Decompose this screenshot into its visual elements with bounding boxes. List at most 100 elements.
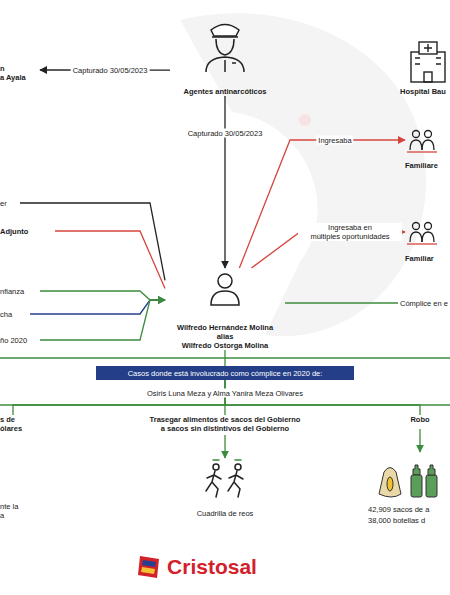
node-text: Robo [400, 415, 440, 424]
flag-yellow [141, 567, 155, 574]
node-text: Wilfredo Hernández Molina [165, 323, 285, 332]
family-head [425, 131, 432, 138]
connector-line [225, 380, 420, 415]
connector-line [20, 203, 165, 280]
family-base [407, 243, 437, 244]
edge-label: Ingresaba [316, 136, 353, 145]
connector-line [224, 435, 225, 458]
actor-node: Agentes antinarcóticos [170, 10, 280, 96]
watermark-shape [180, 13, 426, 336]
sack-shape [379, 468, 401, 498]
connector-line [30, 300, 165, 314]
person-head [218, 274, 232, 288]
family-head [413, 223, 420, 230]
names-note: Osiris Luna Meza y Alma Yanira Meza Oliv… [145, 389, 305, 398]
institution-node: Hospital Bau [400, 40, 450, 96]
connector-line [40, 291, 165, 300]
hospital-windows [415, 58, 441, 64]
line-label: Cómplice en e [398, 299, 450, 308]
result-node: Cuadrilla de reos [170, 458, 280, 518]
family-head [413, 131, 420, 138]
node-text: er [0, 199, 20, 208]
connector-line [13, 380, 225, 415]
logo-flag [138, 556, 159, 578]
person-shoulders [211, 291, 239, 305]
bottle-neck [428, 465, 435, 475]
connector-line [55, 231, 165, 289]
relation-label: ño 2020 [0, 334, 40, 346]
prisoner-body [228, 471, 243, 497]
result-node: nte la a [0, 502, 21, 524]
bottle-body [411, 475, 422, 497]
person-label: na Ayala [0, 64, 40, 94]
family-body [410, 232, 422, 242]
case-title: Trasegar alimentos de sacos del Gobierno… [125, 415, 325, 435]
node-text: ño 2020 [0, 336, 40, 345]
logo-wordmark: Cristosal [165, 554, 259, 579]
connector-group [13, 70, 420, 458]
relation-label: er [0, 197, 20, 209]
relation-label: nfianza [0, 285, 40, 297]
motion-mark [213, 459, 241, 461]
prisoner-body [206, 471, 221, 497]
person-icon [211, 274, 239, 305]
node-text: 42,909 sacos de a 38,000 botellas d [368, 504, 450, 526]
family-body [422, 232, 434, 242]
prisoners-icon [206, 460, 243, 497]
connector-line [419, 429, 420, 452]
goods-icon [379, 465, 437, 497]
node-text: Casos donde está involucrado como cómpli… [96, 369, 354, 378]
node-text: Cuadrilla de reos [170, 509, 280, 518]
bottle-neck [413, 465, 420, 475]
hospital-top [419, 42, 437, 54]
node-text: Familiar [405, 254, 450, 263]
prisoner-head [213, 464, 219, 470]
edge-label: Capturado 30/05/2023 [71, 66, 150, 75]
family-base [407, 151, 437, 152]
hospital-cross [424, 44, 432, 52]
flag-blue [142, 560, 156, 567]
police-visor [212, 36, 238, 38]
prisoner-head [235, 464, 241, 470]
connector-line [224, 96, 225, 268]
connector-line [40, 300, 165, 340]
hospital-icon [411, 42, 445, 82]
police-icon [206, 25, 244, 73]
connector-line [224, 350, 225, 366]
node-text: Agentes antinarcóticos [170, 87, 280, 96]
family-head [425, 223, 432, 230]
node-text: cha [0, 310, 30, 319]
edge-label: Capturado 30/05/2023 [186, 129, 265, 138]
node-text: nfianza [0, 287, 40, 296]
family-icon [407, 131, 437, 153]
case-band: Casos donde está involucrado como cómpli… [96, 366, 354, 380]
case-title: s de ólares [0, 415, 26, 435]
family-body [410, 140, 422, 150]
node-text: nte la a [0, 502, 21, 520]
hospital-door [424, 72, 432, 82]
police-face [216, 39, 234, 55]
family-body [422, 140, 434, 150]
result-node: 42,909 sacos de a 38,000 botellas d [368, 452, 450, 526]
node-text: s de ólares [0, 415, 26, 433]
flag-red [138, 556, 159, 578]
connector-line [239, 140, 405, 268]
bottle-body [426, 475, 437, 497]
police-tie [225, 60, 236, 72]
hospital-body [411, 52, 445, 82]
relation-label: cha [0, 308, 30, 320]
relation-label: Adjunto [0, 225, 55, 237]
node-text: n [0, 64, 40, 73]
node-text: alias [165, 332, 285, 341]
police-shoulders [206, 57, 244, 72]
node-text: Adjunto [0, 227, 55, 236]
family-node: Familiar [405, 218, 450, 263]
case-title: Robo [400, 415, 440, 429]
watermark-eye [299, 114, 311, 126]
node-text: a Ayala [0, 73, 40, 82]
family-icon [407, 223, 437, 245]
